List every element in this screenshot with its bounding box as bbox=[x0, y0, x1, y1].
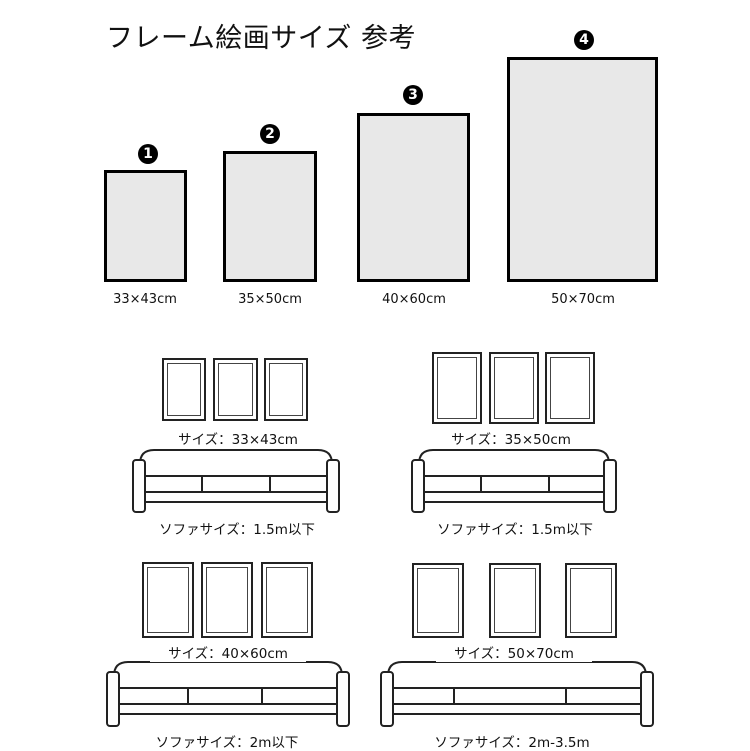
frame-preview-1 bbox=[104, 170, 187, 282]
example-3-frame-2 bbox=[201, 562, 253, 638]
frame-size-label-3: 40×60cm bbox=[382, 292, 446, 307]
example-3-frame-size-caption: サイズ：40×60cm bbox=[150, 642, 306, 662]
frame-number-3: 3 bbox=[403, 85, 423, 105]
example-4-frame-3 bbox=[565, 563, 617, 638]
example-1-frame-2 bbox=[213, 358, 258, 421]
example-1-sofa-size-caption: ソファサイズ：1.5m以下 bbox=[140, 518, 334, 538]
example-2-frame-size-caption: サイズ：35×50cm bbox=[434, 428, 588, 448]
frame-preview-2 bbox=[223, 151, 317, 282]
example-3-frame-1 bbox=[142, 562, 194, 638]
example-1-frame-size-caption: サイズ：33×43cm bbox=[162, 428, 314, 448]
sofa-icon bbox=[380, 661, 654, 727]
example-2-frame-3 bbox=[545, 352, 595, 424]
sofa-icon bbox=[106, 661, 350, 727]
frame-preview-3 bbox=[357, 113, 470, 282]
frame-size-label-1: 33×43cm bbox=[113, 292, 177, 307]
example-1-frame-3 bbox=[264, 358, 308, 421]
frame-number-1: 1 bbox=[138, 144, 158, 164]
frame-size-label-2: 35×50cm bbox=[238, 292, 302, 307]
example-4-frame-1 bbox=[412, 563, 464, 638]
sofa-icon bbox=[132, 449, 340, 513]
example-3-frame-3 bbox=[261, 562, 313, 638]
page-title: フレーム絵画サイズ 参考 bbox=[106, 23, 416, 54]
frame-size-label-4: 50×70cm bbox=[551, 292, 615, 307]
example-2-frame-2 bbox=[489, 352, 539, 424]
frame-number-4: 4 bbox=[574, 30, 594, 50]
example-4-frame-2 bbox=[489, 563, 541, 638]
example-1-frame-1 bbox=[162, 358, 206, 421]
example-4-frame-size-caption: サイズ：50×70cm bbox=[436, 642, 592, 662]
example-2-sofa-size-caption: ソファサイズ：1.5m以下 bbox=[418, 518, 612, 538]
example-3-sofa-size-caption: ソファサイズ：2m以下 bbox=[130, 731, 324, 751]
example-4-sofa-size-caption: ソファサイズ：2m-3.5m bbox=[410, 731, 614, 751]
example-2-frame-1 bbox=[432, 352, 482, 424]
frame-preview-4 bbox=[507, 57, 658, 282]
sofa-icon bbox=[411, 449, 617, 513]
frame-number-2: 2 bbox=[260, 124, 280, 144]
